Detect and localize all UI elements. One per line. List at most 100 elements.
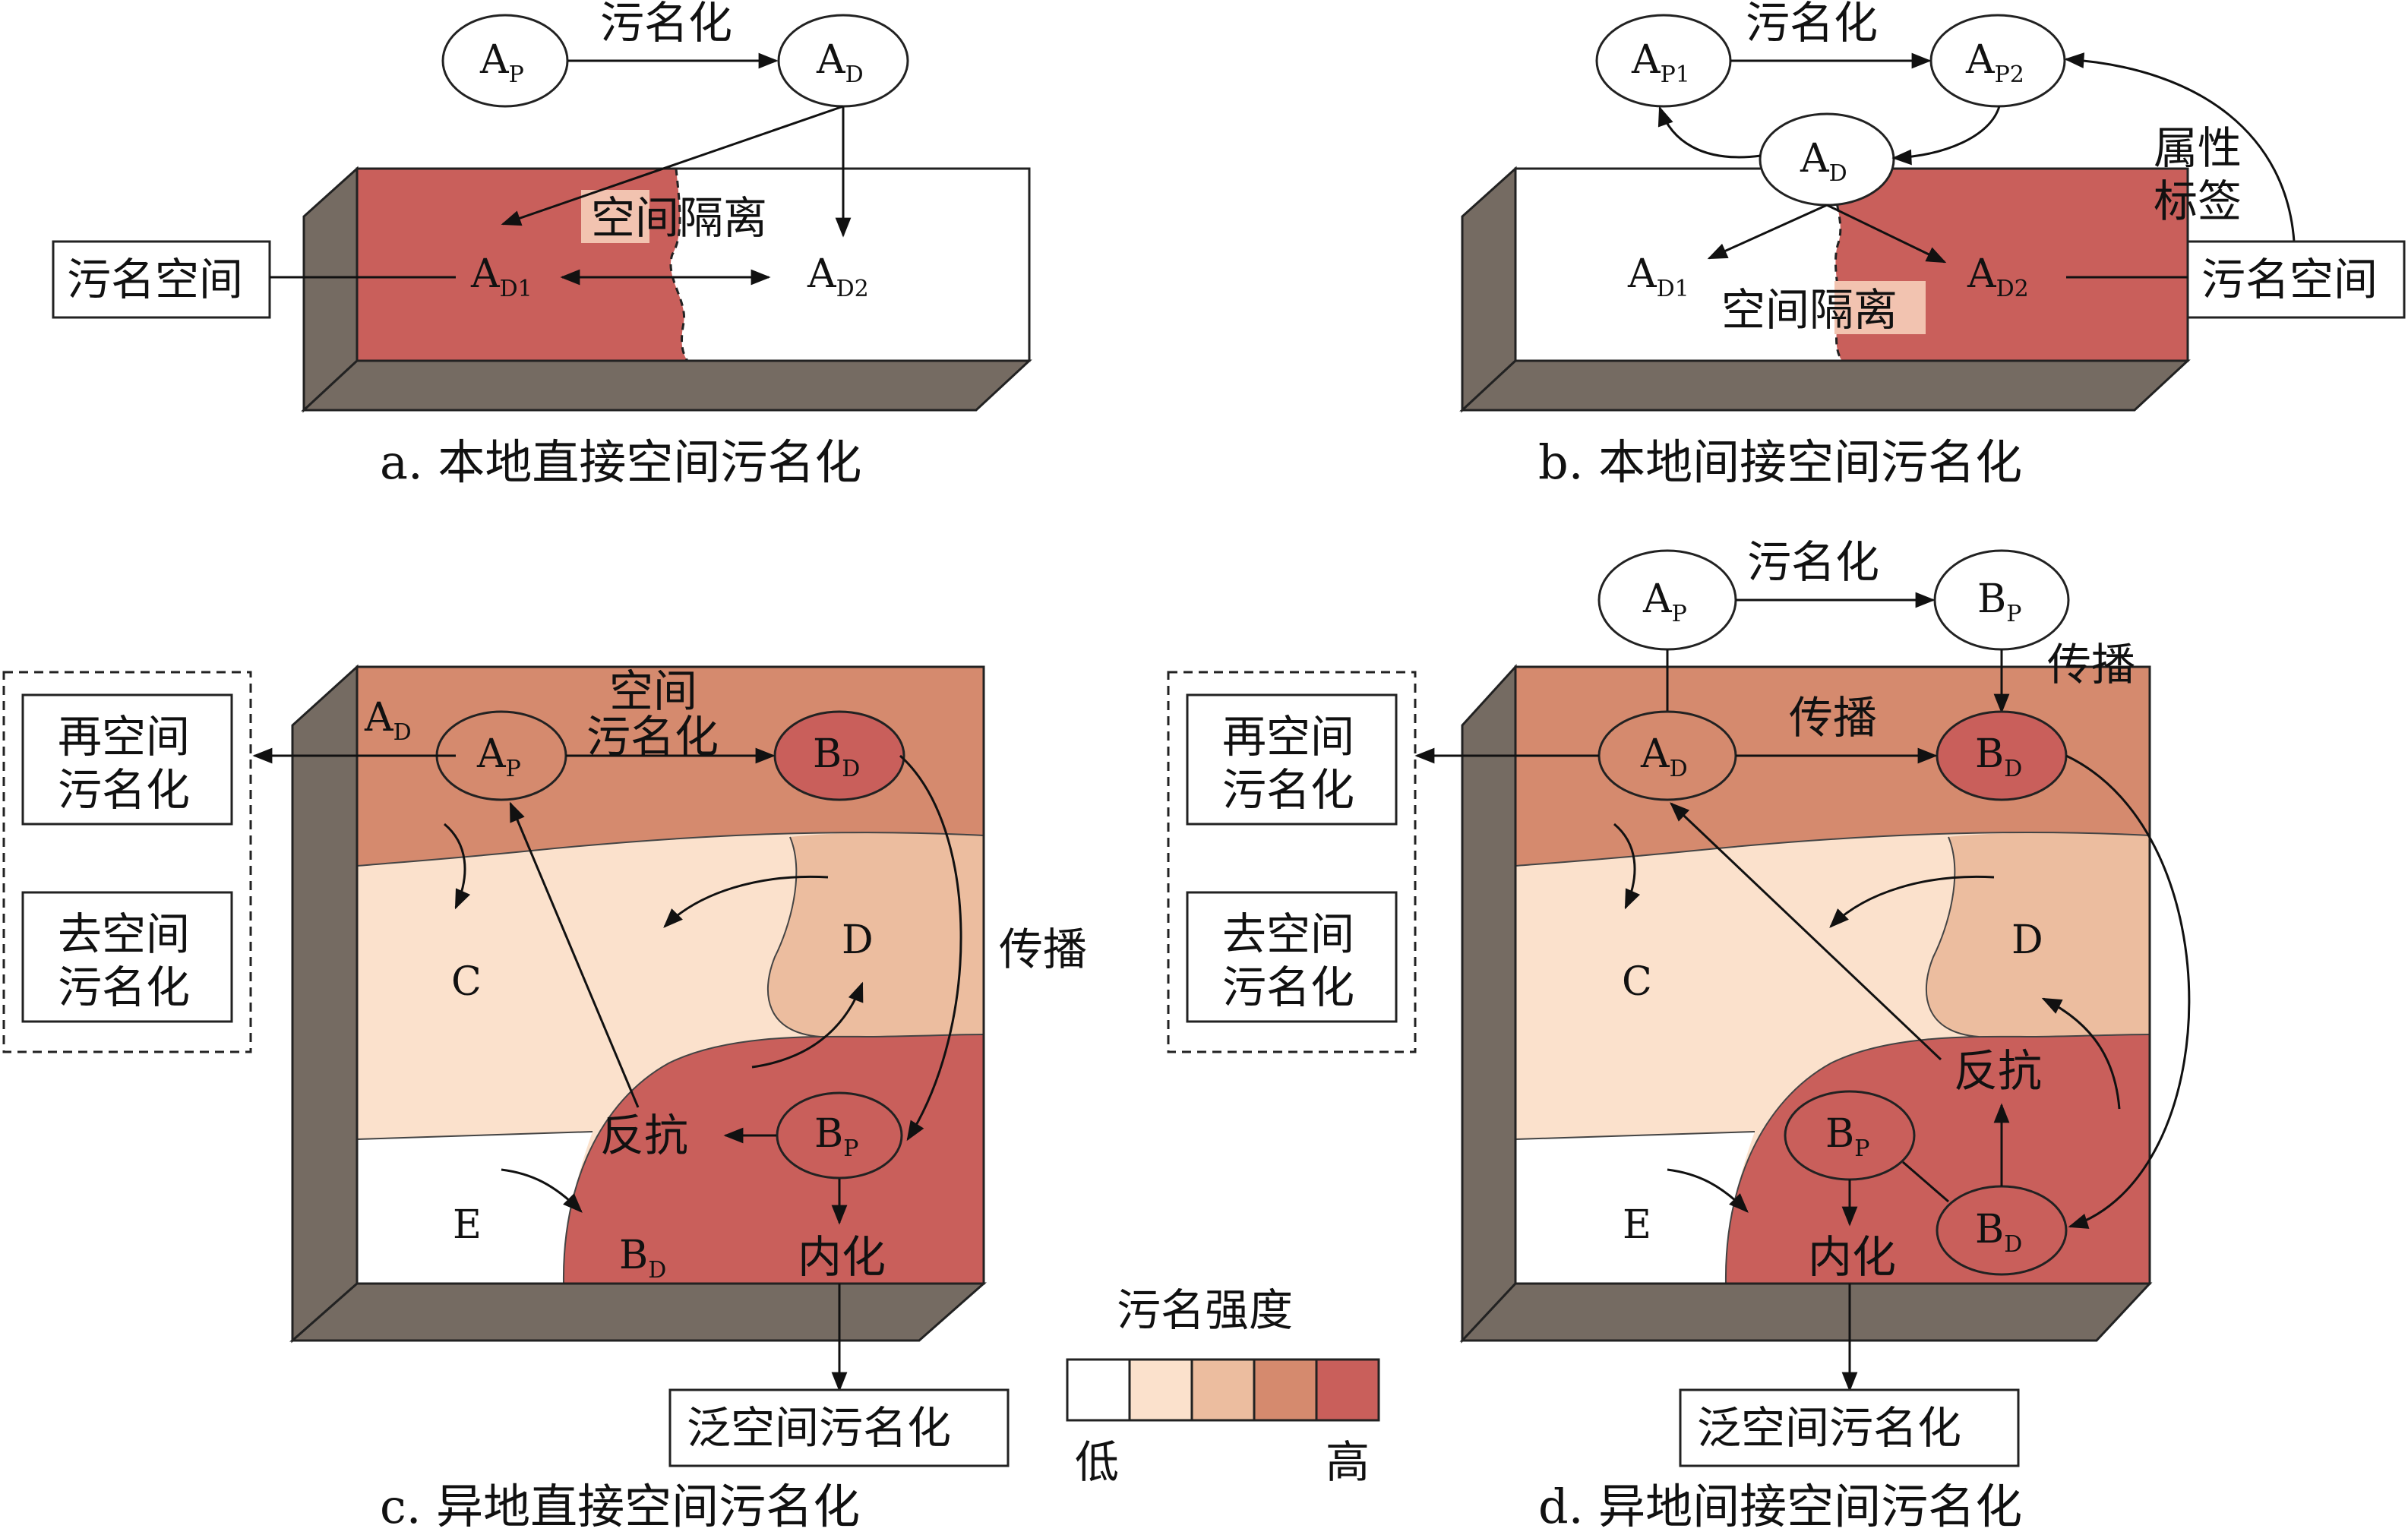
panel-c-de-label-2: 污名化 (58, 962, 190, 1013)
panel-b-region-ad1: AD1 (1627, 251, 1689, 302)
panel-c-region-bd (563, 1034, 984, 1284)
panel-c-bottom-face (289, 1282, 987, 1342)
panel-d-arrow-d-c (1829, 875, 1995, 928)
panel-d-arrow-ad-c (1613, 823, 1641, 910)
panel-d-node-bd-label: BD (1975, 1207, 2022, 1258)
legend-swatch-1 (1066, 1358, 1131, 1422)
panel-b-stigma-space-box (2186, 240, 2406, 319)
panel-c-resist-label: 反抗 (600, 1110, 688, 1161)
panel-d-boundary-1 (1515, 832, 2150, 867)
panel-c-arrow-d-c (663, 875, 829, 928)
panel-d-boundary-2 (1925, 836, 1980, 1037)
panel-b-arrow-attr-label (2064, 52, 2296, 242)
panel-d-spread-mid-label: 传播 (1789, 692, 1877, 744)
panel-c-node-bp-label: BP (814, 1111, 858, 1162)
panel-d-line-bp-bd (1902, 1161, 1949, 1203)
panel-c-re-box (21, 693, 233, 826)
legend-swatch-4 (1253, 1358, 1318, 1422)
panel-c-arrow-ap-c (444, 823, 471, 910)
panel-b-segregation-label: 空间隔离 (1721, 284, 1898, 336)
panel-c-arrow-e-bd (501, 1168, 583, 1213)
panel-d-pan-label: 泛空间污名化 (1697, 1402, 1961, 1454)
panel-c-boundary-2 (766, 836, 821, 1037)
panel-a-segregation-bg (581, 190, 649, 243)
panel-b-region-ad2: AD2 (1967, 251, 2029, 302)
panel-c-arrow-spread (899, 754, 962, 1142)
panel-c-node-bd-label: BD (813, 731, 860, 782)
panel-d-de-box (1186, 891, 1398, 1023)
panel-c-label-ad: AD (364, 695, 412, 746)
panel-d-arrow-spread-down (2065, 754, 2191, 1229)
panel-d-spread-top-label: 传播 (2047, 639, 2135, 690)
panel-b: 空间隔离 AP1 AP2 污名化 AD AD1 AD2 属性 标签 污名空间 b… (1459, 0, 2406, 490)
panel-d-region-e (1515, 1132, 1755, 1284)
panel-c-boundary-4 (562, 1034, 984, 1284)
panel-b-node-ap2-label: AP2 (1965, 37, 2024, 88)
panel-d: AP BP 污名化 传播 AD BD 传播 C D E 反抗 BP BD 内化 (1167, 536, 2191, 1534)
panel-c-internal-label: 内化 (798, 1231, 886, 1283)
panel-d-de-label-2: 污名化 (1222, 962, 1354, 1013)
panel-c-region-c: C (451, 959, 482, 1005)
panel-b-node-ap1 (1595, 14, 1732, 108)
panel-b-bottom-face (1459, 359, 2191, 412)
panel-b-edge-label: 污名化 (1746, 0, 1878, 49)
panel-d-resist-label: 反抗 (1954, 1045, 2042, 1097)
panel-c-de-box (21, 891, 233, 1023)
legend-title: 污名强度 (1117, 1284, 1293, 1336)
panel-c-de-label-1: 去空间 (58, 908, 190, 960)
panel-b-arrow-ad-ad1 (1707, 204, 1828, 260)
panel-d-re-label-1: 再空间 (1222, 711, 1354, 763)
panel-b-arrow-ap2-ad (1891, 106, 2001, 166)
panel-d-boundary-4 (1724, 1034, 2150, 1284)
panel-c-region-bd-label: BD (619, 1233, 666, 1284)
panel-a-segregation-label: 空间隔离 (591, 192, 767, 244)
legend-swatch-5 (1315, 1358, 1380, 1422)
panel-c-re-label-2: 污名化 (58, 764, 190, 816)
panel-c-arrow-bd-d (751, 981, 864, 1069)
panel-c-dashed-group (2, 671, 252, 1053)
panel-c-pan-box (668, 1388, 1010, 1467)
panel-a-bottom-face (301, 359, 1032, 412)
panel-d-re-box (1186, 693, 1398, 826)
panel-d-de-label-1: 去空间 (1222, 908, 1354, 960)
legend-low: 低 (1075, 1436, 1119, 1488)
panel-c-edge-label-2: 污名化 (586, 711, 719, 763)
panel-d-edge-label: 污名化 (1747, 536, 1879, 588)
panel-d-node-bp-top-label: BP (1977, 576, 2021, 627)
panel-c-spread-label: 传播 (999, 924, 1087, 975)
legend-swatch-3 (1190, 1358, 1256, 1422)
panel-d-arrow-resist-ad (1670, 802, 1942, 1061)
panel-a-stigma-space-label: 污名空间 (67, 254, 243, 305)
panel-b-node-ad-label: AD (1800, 136, 1847, 187)
panel-b-segregation-bg (1834, 281, 1926, 334)
panel-b-stigma-space-label: 污名空间 (2201, 254, 2378, 305)
panel-c-node-ap-label: AP (476, 731, 521, 782)
panel-a-node-ap (441, 14, 569, 108)
panel-c-edge-label-1: 空间 (609, 665, 697, 717)
panel-d-node-ad-label: AD (1640, 731, 1688, 782)
panel-c-boundary-1 (356, 832, 984, 867)
panel-c-pan-label: 泛空间污名化 (687, 1402, 951, 1454)
panel-d-node-bd-top-label: BD (1975, 731, 2022, 782)
panel-d-side-face (1461, 664, 1517, 1344)
panel-c-boundary-3 (356, 1131, 593, 1140)
panel-a-region-ad2: AD2 (807, 251, 869, 302)
panel-d-re-label-2: 污名化 (1222, 764, 1354, 816)
panel-a: 空间隔离 AP AD 污名化 AD1 AD2 污名空间 a. 本地直接空间污名化 (52, 0, 1032, 490)
panel-b-attr-label-2: 标签 (2154, 175, 2242, 227)
panel-c-re-label-1: 再空间 (58, 711, 190, 763)
panel-d-region-e-label: E (1623, 1202, 1651, 1248)
panel-c-node-bp (776, 1091, 903, 1180)
panel-b-node-ap1-label: AP1 (1631, 37, 1690, 88)
panel-b-arrow-ad-ad2 (1826, 204, 1947, 264)
panel-c-region-e (357, 1132, 593, 1284)
panel-b-arrow-ad-ap1 (1657, 106, 1762, 159)
panel-d-internal-label: 内化 (1808, 1231, 1896, 1283)
panel-d-caption: d. 异地间接空间污名化 (1538, 1479, 2022, 1534)
legend-swatch-2 (1128, 1358, 1193, 1422)
panel-d-boundary-3 (1515, 1131, 1755, 1140)
panel-d-dashed-group (1167, 671, 1417, 1053)
panel-d-arrow-e-bd (1667, 1168, 1749, 1213)
panel-a-node-ap-label: AP (479, 37, 524, 88)
